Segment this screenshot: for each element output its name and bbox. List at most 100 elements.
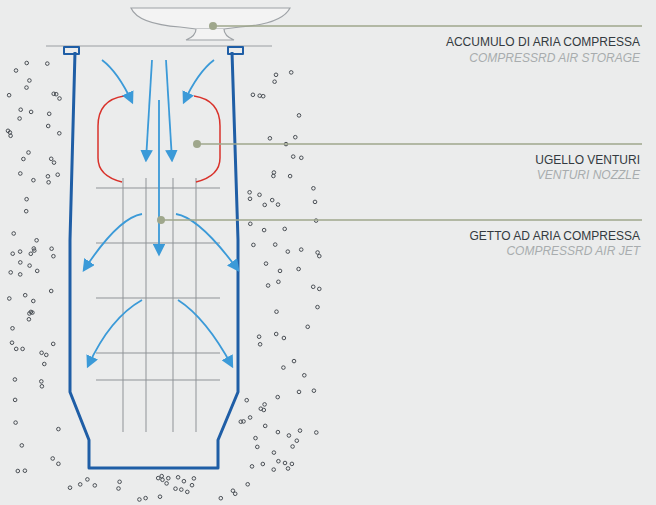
gravel-dot <box>19 172 23 176</box>
gravel-dot <box>248 197 252 201</box>
gravel-dot <box>19 261 23 265</box>
gravel-dot <box>299 248 303 252</box>
gravel-dot <box>258 193 262 197</box>
gravel-dot <box>35 239 39 243</box>
gravel-dot <box>8 297 12 301</box>
gravel-dot <box>263 203 267 207</box>
gravel-dot <box>14 347 18 351</box>
callout-label: ACCUMULO DI ARIA COMPRESSA <box>446 35 640 49</box>
gravel-dot <box>295 439 299 443</box>
gravel-dot <box>14 421 18 425</box>
gravel-dot <box>268 137 272 141</box>
gravel-dot <box>262 228 266 232</box>
air-flow-arrows <box>84 60 238 366</box>
gravel-dot <box>291 445 295 449</box>
gravel-dot <box>19 108 23 112</box>
gravel-dot <box>270 198 274 202</box>
gravel-dot <box>276 395 280 399</box>
gravel-dot <box>23 293 27 297</box>
gravel-dot <box>286 467 290 471</box>
gravel-dot <box>11 252 15 256</box>
gravel-dot <box>250 465 254 469</box>
gravel-dot <box>46 62 50 66</box>
callout-label: UGELLO VENTURI <box>535 153 640 167</box>
gravel-dot <box>190 483 194 487</box>
gravel-dot <box>52 254 56 258</box>
gravel-dot <box>264 262 268 266</box>
gravel-dot <box>248 191 252 195</box>
gravel-dot <box>6 129 10 133</box>
gravel-dot <box>248 416 252 420</box>
gravel-dot <box>274 332 278 336</box>
gravel-dot <box>93 484 97 488</box>
gravel-dot <box>46 124 50 128</box>
gravel-dot <box>303 374 307 378</box>
gravel-dot <box>167 476 171 480</box>
filter-housing <box>64 47 243 468</box>
gravel-dot <box>51 457 55 461</box>
gravel-dot <box>156 476 160 480</box>
gravel-dot <box>13 398 17 402</box>
gravel-dot <box>186 490 190 494</box>
gravel-dot <box>276 203 280 207</box>
gravel-dot <box>288 174 292 178</box>
gravel-dot <box>40 380 44 384</box>
gravel-dot <box>297 114 301 118</box>
gravel-dot <box>311 285 315 289</box>
gravel-dot <box>272 174 276 178</box>
gravel-dot <box>9 271 13 275</box>
gravel-dot <box>23 469 27 473</box>
gravel-dot <box>50 247 54 251</box>
gravel-dot <box>312 389 316 393</box>
gravel-dot <box>272 468 276 472</box>
gravel-dot <box>43 362 47 366</box>
gravel-dot <box>262 408 266 412</box>
gravel-dot <box>161 478 165 482</box>
gravel-dot <box>298 429 302 433</box>
gravel-dot <box>263 424 267 428</box>
gravel-dot <box>29 252 33 256</box>
gravel-dot <box>78 483 82 487</box>
gravel-dot <box>49 157 53 161</box>
gravel-dot <box>117 487 121 491</box>
gravel-dot <box>31 311 35 315</box>
gravel-dot <box>283 227 287 231</box>
gravel-dot <box>118 480 122 484</box>
gravel-dot <box>274 73 278 77</box>
gravel-dot <box>25 197 29 201</box>
gravel-dot <box>291 155 295 159</box>
gravel-dot <box>180 488 184 492</box>
gravel-dot <box>312 187 316 191</box>
gravel-dot <box>287 434 291 438</box>
gravel-dot <box>219 496 223 500</box>
gravel-dot <box>272 451 276 455</box>
gravel-dot <box>25 61 29 65</box>
air-storage-tank <box>131 8 290 40</box>
gravel-dot <box>46 175 50 179</box>
gravel-dot <box>32 178 36 182</box>
gravel-dot <box>255 445 259 449</box>
gravel-dot <box>18 273 22 277</box>
gravel-dot <box>254 436 258 440</box>
gravel-dot <box>300 156 304 160</box>
gravel-dot <box>56 173 60 177</box>
gravel-dot <box>18 117 22 121</box>
gravel-dot <box>28 79 32 83</box>
gravel-dot <box>174 487 178 491</box>
gravel-dot <box>12 232 16 236</box>
gravel-dot <box>27 151 31 155</box>
gravel-dot <box>54 92 58 96</box>
gravel-dot <box>35 269 39 273</box>
gravel-dot <box>68 486 72 490</box>
gravel-dot <box>18 250 22 254</box>
gravel-dot <box>277 459 281 463</box>
gravel-dot <box>144 496 148 500</box>
gravel-dot <box>292 359 296 363</box>
gravel-dot <box>246 483 250 487</box>
gravel-dot <box>273 243 277 247</box>
gravel-dot <box>7 93 11 97</box>
gravel-dot <box>297 267 301 271</box>
gravel-dot <box>47 181 51 185</box>
gravel-dot <box>257 335 261 339</box>
gravel-dot <box>282 366 286 370</box>
